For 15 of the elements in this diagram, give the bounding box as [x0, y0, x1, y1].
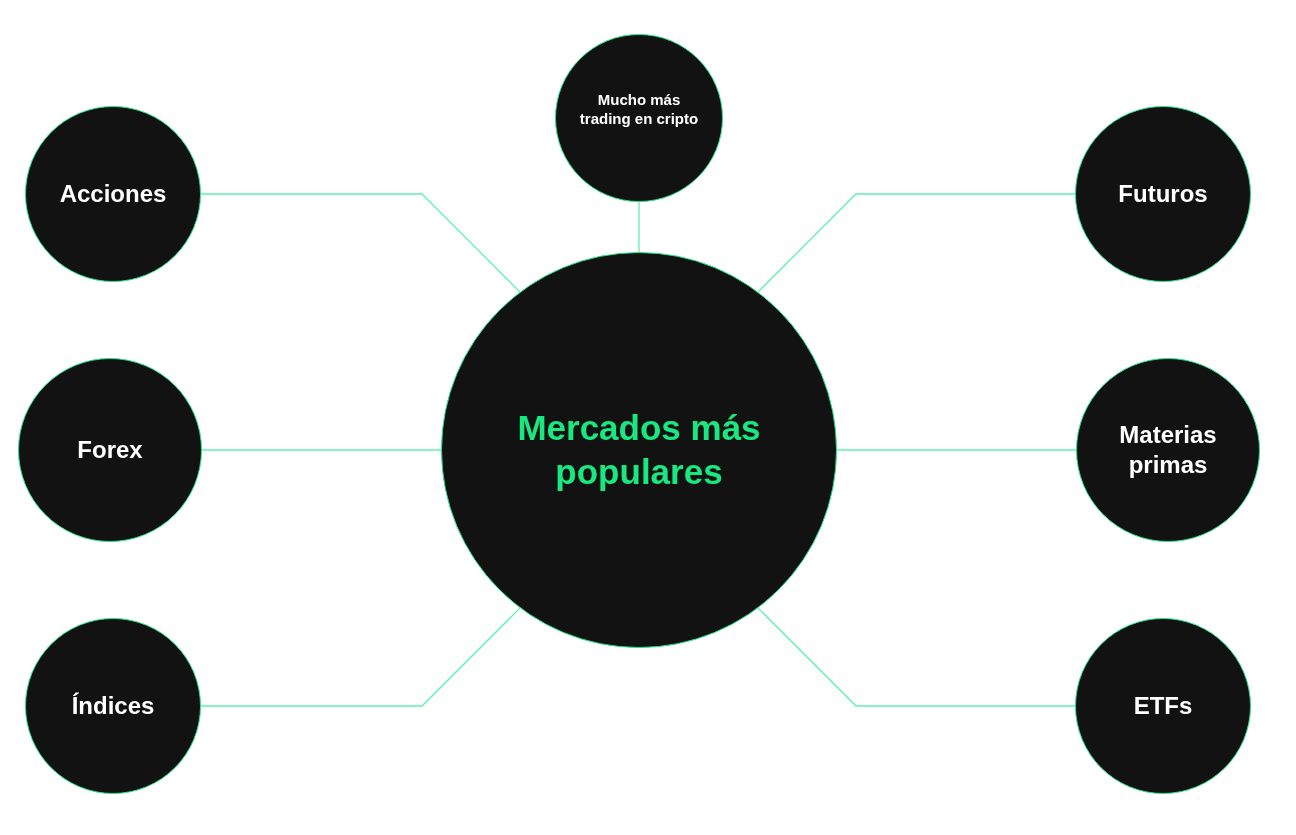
node-label: Futuros	[1118, 179, 1208, 209]
node-label: Materias primas	[1118, 420, 1218, 480]
connector-line	[201, 449, 442, 451]
node-label: ETFs	[1133, 691, 1193, 721]
connector-line	[757, 193, 1076, 293]
node-label: Mucho más trading en cripto	[578, 91, 700, 129]
connector-line	[200, 607, 521, 707]
node-label: Mercados más populares	[516, 407, 762, 493]
node-label: Índices	[71, 691, 155, 721]
connector-line	[638, 201, 640, 253]
node-label: Forex	[77, 435, 143, 465]
connector-line	[757, 607, 1076, 707]
connector-line	[836, 449, 1077, 451]
connector-line	[200, 193, 521, 293]
node-label: Acciones	[59, 179, 167, 209]
